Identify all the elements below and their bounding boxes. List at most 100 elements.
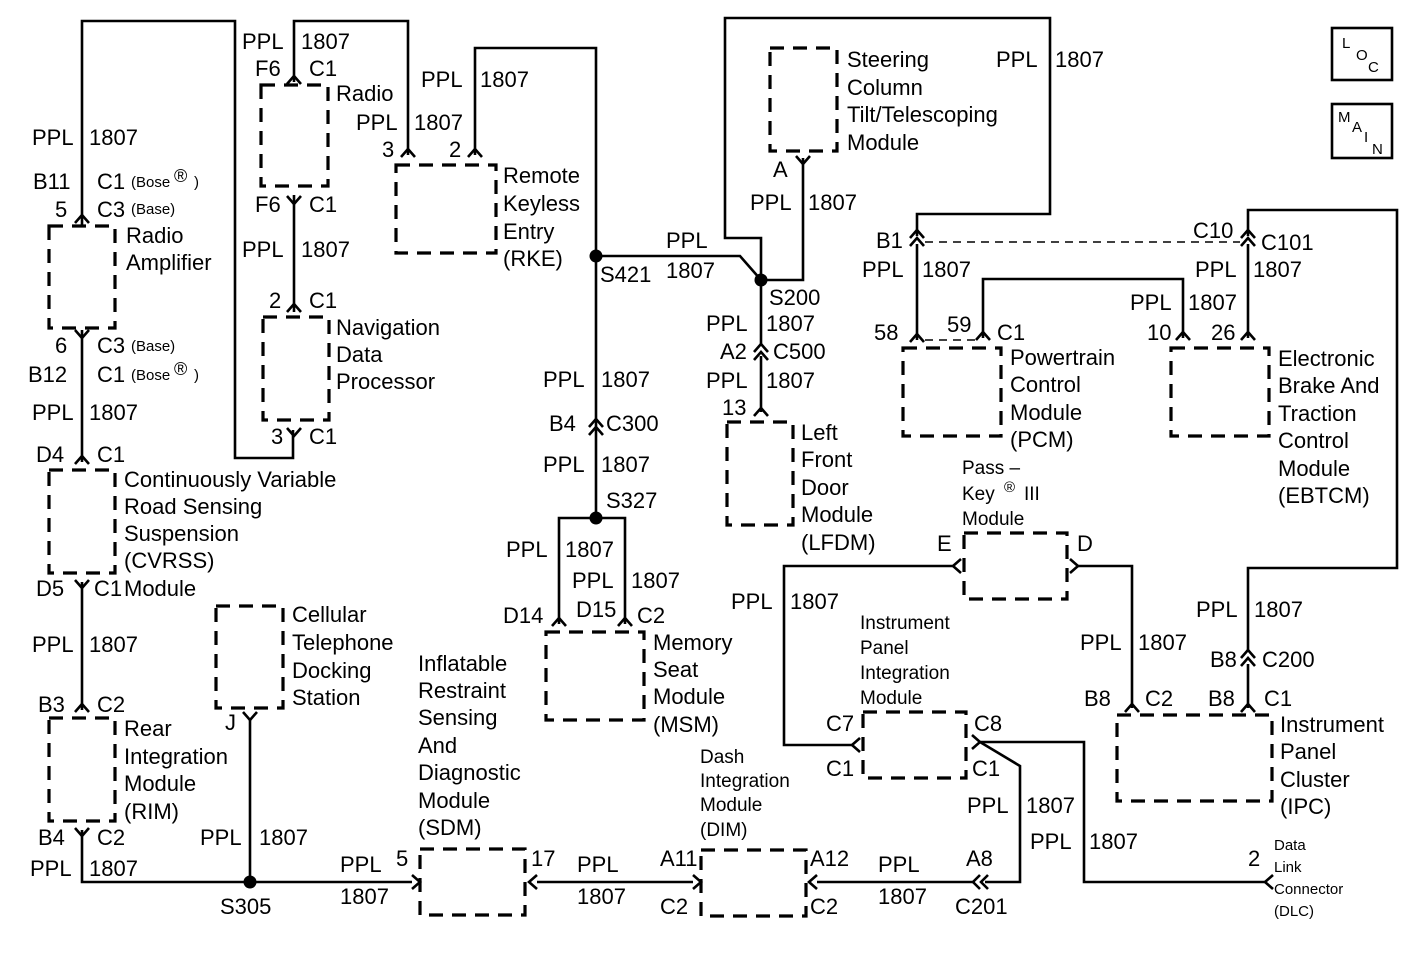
- svg-text:3: 3: [382, 137, 394, 162]
- splices: [243, 249, 768, 889]
- svg-text:1807: 1807: [89, 856, 138, 881]
- svg-text:(Bose: (Bose: [131, 367, 170, 384]
- svg-text:F6: F6: [255, 56, 281, 81]
- label-cvrss-5: Module: [124, 576, 196, 601]
- svg-text:1807: 1807: [601, 452, 650, 477]
- box-pcm: [901, 346, 1003, 438]
- label-ebtcm-1: Electronic: [1278, 346, 1375, 371]
- svg-text:C1: C1: [97, 442, 125, 467]
- svg-text:C300: C300: [606, 411, 659, 436]
- wires: [80, 16, 1399, 884]
- label-sdm-1: Inflatable: [418, 651, 507, 676]
- splice-label-s421: S421: [600, 262, 651, 287]
- svg-text:PPL: PPL: [706, 311, 748, 336]
- label-pcm-4: (PCM): [1010, 427, 1074, 452]
- label-dim-3: Module: [700, 795, 762, 816]
- svg-text:1807: 1807: [790, 589, 839, 614]
- svg-text:F6: F6: [255, 192, 281, 217]
- main-icon[interactable]: M A I N: [1330, 102, 1394, 160]
- svg-text:PPL: PPL: [996, 47, 1038, 72]
- svg-text:1807: 1807: [666, 258, 715, 283]
- svg-text:13: 13: [722, 395, 746, 420]
- label-dlc-4: (DLC): [1274, 903, 1314, 920]
- box-lfdm: [725, 420, 795, 527]
- label-cellular-1: Cellular: [292, 602, 367, 627]
- label-ipim-1: Instrument: [860, 613, 950, 634]
- svg-text:C3: C3: [97, 197, 125, 222]
- label-dim-4: (DIM): [700, 820, 747, 841]
- svg-text:PPL: PPL: [32, 632, 74, 657]
- label-msm-1: Memory: [653, 630, 732, 655]
- svg-text:D5: D5: [36, 576, 64, 601]
- svg-text:PPL: PPL: [862, 257, 904, 282]
- box-steering: [768, 46, 839, 153]
- label-dim-2: Integration: [700, 771, 790, 792]
- label-nav-3: Processor: [336, 369, 435, 394]
- svg-text:PPL: PPL: [1196, 597, 1238, 622]
- label-ipc-3: Cluster: [1280, 767, 1350, 792]
- label-ipc-2: Panel: [1280, 739, 1336, 764]
- svg-text:N: N: [1372, 141, 1383, 158]
- svg-text:1807: 1807: [922, 257, 971, 282]
- label-passkey-1: Pass –: [962, 458, 1021, 479]
- module-labels: Radio Navigation Data Processor Remote K…: [124, 47, 1384, 920]
- svg-text:1807: 1807: [1188, 290, 1237, 315]
- box-cvrss: [47, 468, 117, 575]
- label-ebtcm-4: Control: [1278, 428, 1349, 453]
- svg-text:1807: 1807: [601, 367, 650, 392]
- svg-text:1807: 1807: [1253, 257, 1302, 282]
- svg-text:D4: D4: [36, 442, 64, 467]
- svg-text:C500: C500: [773, 339, 826, 364]
- label-rim-2: Integration: [124, 744, 228, 769]
- label-msm-4: (MSM): [653, 712, 719, 737]
- box-sdm: [418, 847, 527, 917]
- svg-text:PPL: PPL: [506, 537, 548, 562]
- svg-text:(Bose: (Bose: [131, 174, 170, 191]
- svg-text:PPL: PPL: [1080, 630, 1122, 655]
- box-ebtcm: [1169, 346, 1271, 438]
- svg-text:O: O: [1356, 47, 1368, 64]
- svg-text:PPL: PPL: [1195, 257, 1237, 282]
- svg-text:C10: C10: [1193, 218, 1233, 243]
- svg-text:1807: 1807: [301, 237, 350, 262]
- loc-icon[interactable]: L O C: [1330, 26, 1394, 82]
- svg-text:1807: 1807: [1055, 47, 1104, 72]
- label-lfdm-2: Front: [801, 447, 852, 472]
- svg-text:PPL: PPL: [242, 29, 284, 54]
- svg-text:B12: B12: [28, 362, 67, 387]
- svg-text:PPL: PPL: [32, 125, 74, 150]
- label-radio: Radio: [336, 81, 393, 106]
- svg-text:B1: B1: [876, 228, 903, 253]
- svg-text:E: E: [937, 531, 952, 556]
- svg-text:B11: B11: [33, 169, 71, 194]
- svg-text:(Base): (Base): [131, 201, 175, 218]
- label-lfdm-5: (LFDM): [801, 530, 876, 555]
- label-sdm-6: Module: [418, 788, 490, 813]
- label-passkey-4: Module: [962, 509, 1024, 530]
- svg-text:1807: 1807: [89, 632, 138, 657]
- label-rim-4: (RIM): [124, 799, 179, 824]
- svg-text:B4: B4: [38, 825, 65, 850]
- label-rke-1: Remote: [503, 163, 580, 188]
- label-cvrss-3: Suspension: [124, 521, 239, 546]
- box-cellular: [214, 604, 285, 710]
- svg-text:1807: 1807: [480, 67, 529, 92]
- svg-text:17: 17: [531, 846, 555, 871]
- label-steering-1: Steering: [847, 47, 929, 72]
- svg-text:1807: 1807: [259, 825, 308, 850]
- label-rke-4: (RKE): [503, 246, 563, 271]
- svg-text:1807: 1807: [1089, 829, 1138, 854]
- label-pcm-1: Powertrain: [1010, 345, 1115, 370]
- svg-text:C7: C7: [826, 711, 854, 736]
- module-boxes: [47, 46, 1274, 918]
- svg-text:1807: 1807: [808, 190, 857, 215]
- svg-text:PPL: PPL: [356, 110, 398, 135]
- svg-text:PPL: PPL: [32, 400, 74, 425]
- label-rim-3: Module: [124, 771, 196, 796]
- svg-text:C1: C1: [309, 424, 337, 449]
- label-sdm-2: Restraint: [418, 678, 506, 703]
- label-cvrss-2: Road Sensing: [124, 494, 262, 519]
- svg-text:C8: C8: [974, 711, 1002, 736]
- svg-text:PPL: PPL: [572, 568, 614, 593]
- svg-text:C101: C101: [1261, 230, 1314, 255]
